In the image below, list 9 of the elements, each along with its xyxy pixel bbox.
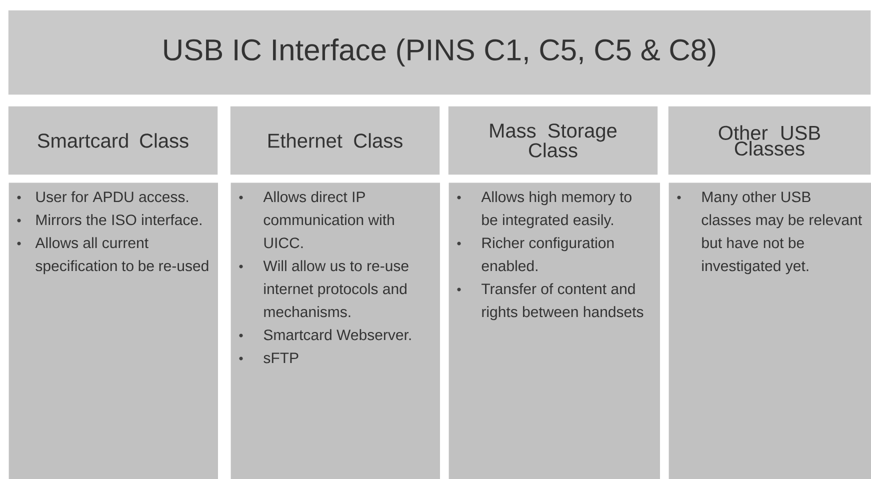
class-header-box: Other USB Classes [668, 106, 871, 176]
class-header-box: Ethernet Class [230, 106, 440, 176]
bullet-list-panel: User for APDU access. Mirrors the ISO interface. Allows all current specification to be re-used [8, 182, 219, 479]
class-header-box: Mass Storage Class [448, 106, 658, 176]
title-banner: USB IC Interface (PINS C1, C5, C5 & C8) [8, 10, 871, 96]
class-header-box: Smartcard Class [8, 106, 218, 176]
bullet-list-panel: Many other USB classes may be relevant but have not be investigated yet. [668, 182, 871, 479]
bullet-list-panel: Allows direct IP communication with UICC. Will allow us to re-use internet protocols and mechanisms. Smartcard Webserver. sFTP [230, 182, 441, 479]
bullet-list-panel: Allows high memory to be integrated easily. Richer configuration enabled. Transfer of content and rights between handsets [448, 182, 661, 479]
